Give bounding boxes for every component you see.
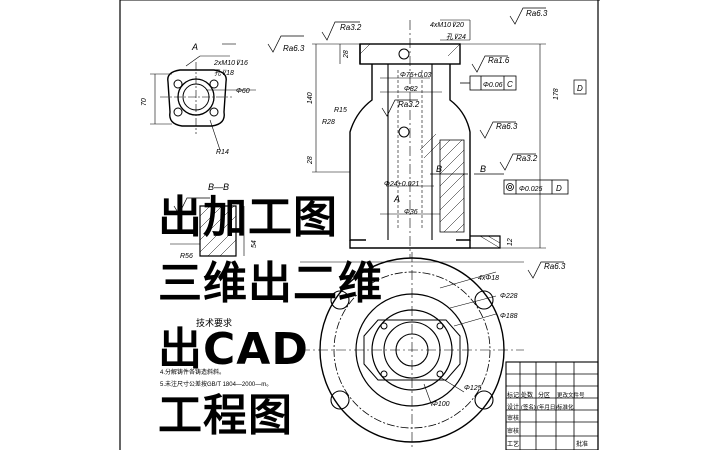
bottom-plan-view <box>300 252 524 450</box>
radius-28: R28 <box>322 119 335 126</box>
tb-cell: 审核 <box>507 414 519 422</box>
radius-15: R15 <box>334 107 347 114</box>
title-block <box>505 361 599 450</box>
section-mark-right: B <box>480 164 486 174</box>
dia-36: Φ36 <box>404 209 418 216</box>
view-a-depth-note: 孔⊽18 <box>214 69 234 77</box>
notes-title: 技术要求 <box>196 317 232 328</box>
tolerance-value-c: Φ0.06 <box>483 82 503 89</box>
dia-100: Φ100 <box>432 401 450 408</box>
dim-28-top: 28 <box>343 50 350 59</box>
tb-cell: 标记 <box>507 391 519 399</box>
section-bb-title: B—B <box>208 182 229 192</box>
roughness-symbol <box>173 99 564 279</box>
dia-188: Φ188 <box>500 313 518 320</box>
view-a-thread-note: 2xM10⊽16 <box>213 59 248 67</box>
roughness-top-right: Ra6.3 <box>526 9 548 18</box>
holes-4x18: 4xΦ18 <box>478 275 499 282</box>
tb-cell: 分区 <box>538 391 550 399</box>
radius-56: R56 <box>180 253 193 260</box>
section-bb-view <box>170 205 245 257</box>
roughness-mid: Ra3.2 <box>398 100 420 109</box>
tolerance-frame-c <box>460 75 517 91</box>
tolerance-frame-d <box>503 179 569 195</box>
hole-depth-top: 孔⊽24 <box>446 33 466 41</box>
thread-note-top: 4xM10⊽20 <box>430 21 464 29</box>
overlay-text-line-1: 出加工图 <box>158 192 338 243</box>
datum-d-label: D <box>577 84 583 93</box>
roughness-1-6: Ra1.6 <box>488 56 510 65</box>
view-a-arrow-label: A <box>393 194 400 204</box>
note-4: 4.分解铸件各铸造斜斜。 <box>160 368 225 376</box>
tb-cell: 设计 <box>507 403 519 411</box>
dim-12: 12 <box>507 238 514 246</box>
main-section-view <box>312 19 546 258</box>
roughness-view-a: Ra6.3 <box>283 44 305 53</box>
tb-cell: 更改文件号 <box>557 391 585 399</box>
note-5: 5.未注尺寸公差按GB/T 1804—2000—m。 <box>160 380 272 388</box>
roughness-low: Ra3.2 <box>516 154 538 163</box>
view-a-diameter: Φ60 <box>236 88 250 95</box>
dim-28-side: 28 <box>307 156 314 165</box>
tb-cell: 处数 <box>521 391 533 399</box>
tb-cell: (年月日) <box>537 403 557 411</box>
view-a-label: A <box>191 42 198 52</box>
tolerance-datum-d: D <box>556 184 562 193</box>
roughness-bottom: Ra6.3 <box>544 262 566 271</box>
dia-228: Φ228 <box>500 293 518 300</box>
datum-d-box <box>573 79 587 95</box>
dim-178: 178 <box>553 88 560 100</box>
dia-82: Φ82 <box>404 86 418 93</box>
section-mark-left: B <box>436 164 442 174</box>
roughness-right: Ra6.3 <box>496 122 518 131</box>
view-a-radius: R14 <box>216 149 229 156</box>
dia-24: Φ24+0.021 <box>384 181 419 188</box>
overlay-text-line-4: 工程图 <box>158 390 293 441</box>
dia-75: Φ75+0.03 <box>400 72 431 79</box>
tb-cell: 批准 <box>576 440 588 448</box>
roughness-symbol <box>267 7 546 73</box>
tb-cell: 标准化 <box>557 403 574 411</box>
tolerance-datum-c: C <box>507 80 513 89</box>
title-block-text: 标记 处数 分区 更改文件号 设计 (签名) (年月日) 标准化 审核 审核 工… <box>507 391 588 448</box>
tb-cell: 工艺 <box>507 440 519 448</box>
overlay-text-line-2: 三维出二维 <box>158 258 383 309</box>
roughness-top-left: Ra3.2 <box>340 23 362 32</box>
dia-125: Φ125 <box>464 385 482 392</box>
overlay-text-line-3: 出CAD <box>158 324 309 375</box>
tb-cell: 审核 <box>507 427 519 435</box>
dim-54: 54 <box>251 240 258 248</box>
view-a <box>150 43 256 151</box>
dim-140: 140 <box>307 92 314 104</box>
tolerance-value-d: Φ0.025 <box>519 186 542 193</box>
view-a-height: 70 <box>141 98 148 106</box>
tb-cell: (签名) <box>521 403 536 411</box>
